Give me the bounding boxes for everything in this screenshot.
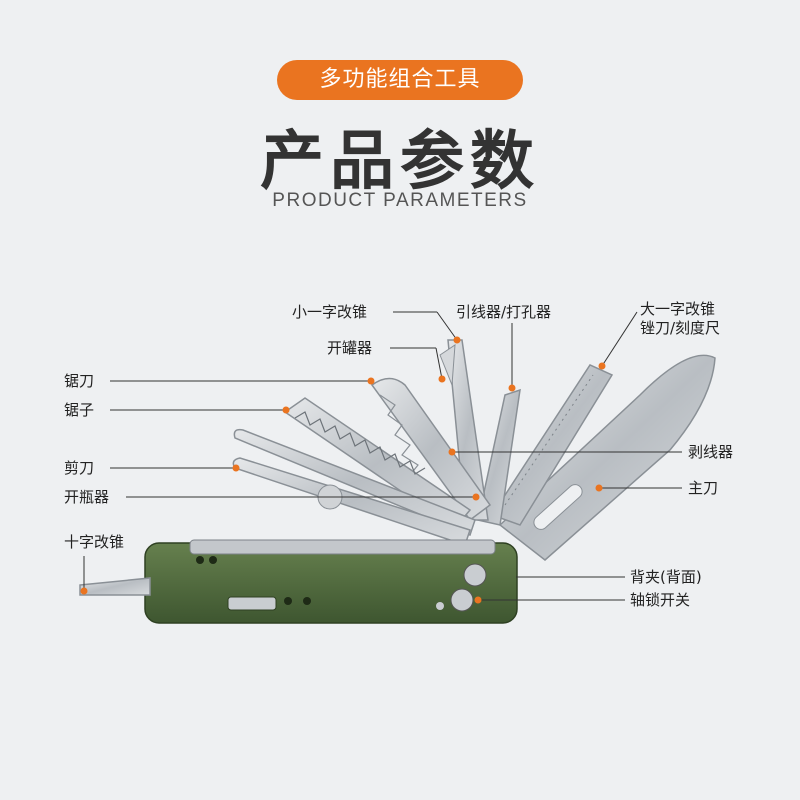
label-saw: 锯子 xyxy=(64,401,95,419)
label-phillips-screwdriver: 十字改锥 xyxy=(64,533,125,551)
file-ruler xyxy=(490,364,614,526)
scissors xyxy=(233,428,476,537)
label-back-clip: 背夹(背面) xyxy=(630,568,702,586)
label-can-opener: 开罐器 xyxy=(327,339,373,357)
wire-guide-awl xyxy=(477,388,521,526)
can-opener xyxy=(447,339,489,521)
page-subtitle: PRODUCT PARAMETERS xyxy=(272,190,528,211)
label-wire-stripper: 剥线器 xyxy=(688,443,734,461)
label-axis-lock: 轴锁开关 xyxy=(630,591,691,609)
category-badge: 多功能组合工具 xyxy=(277,60,523,100)
saw-knife xyxy=(370,377,492,522)
page-title: 产品参数 xyxy=(260,125,540,199)
label-saw-knife: 锯刀 xyxy=(64,372,95,390)
label-bottle-opener: 开瓶器 xyxy=(64,488,110,506)
label-file-ruler: 锉刀/刻度尺 xyxy=(640,319,721,337)
phillips-screwdriver xyxy=(79,577,151,596)
label-large-flat-screwdriver: 大一字改锥 xyxy=(640,300,716,318)
label-wire-guide-awl: 引线器/打孔器 xyxy=(456,303,552,321)
label-scissors: 剪刀 xyxy=(64,459,95,477)
label-small-flat-screwdriver: 小一字改锥 xyxy=(292,303,368,321)
label-main-blade: 主刀 xyxy=(688,479,719,497)
